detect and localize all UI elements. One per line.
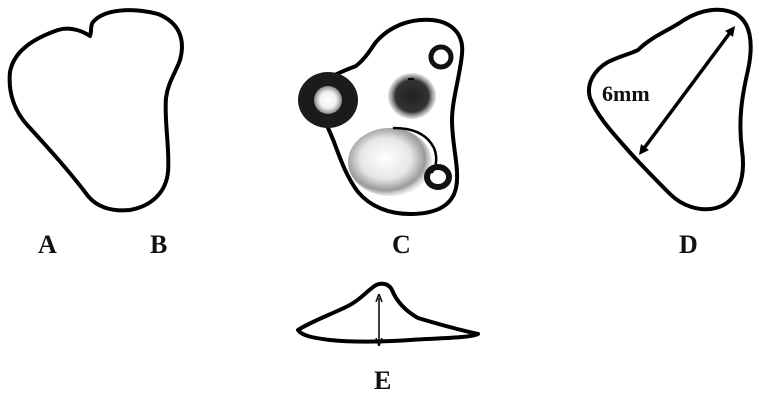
measurement-arrow (642, 30, 732, 151)
measurement-label: 6mm (602, 81, 650, 106)
shape-ab-outline (10, 10, 182, 210)
shape-e-profile (298, 284, 478, 342)
label-b: B (150, 230, 167, 259)
ring-top-right (431, 47, 451, 67)
cloud-region (348, 128, 432, 196)
label-e: E (374, 366, 391, 395)
label-d: D (679, 230, 698, 259)
ring-left-hole (314, 86, 342, 114)
ring-bottom-right (427, 167, 449, 187)
label-c: C (392, 230, 411, 259)
label-a: A (38, 230, 57, 259)
